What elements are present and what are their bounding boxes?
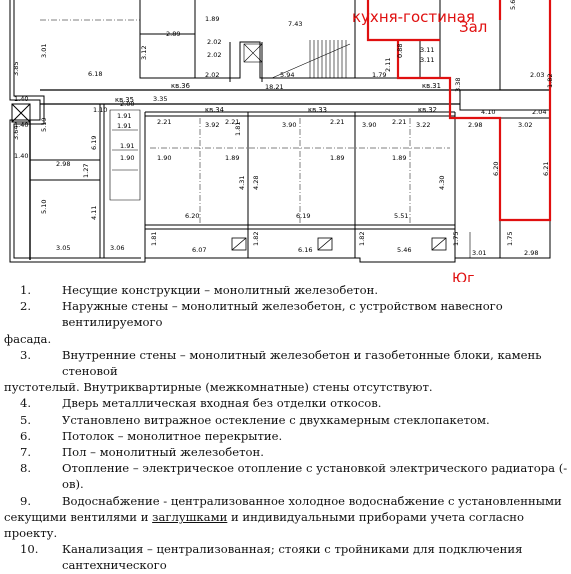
note-6: 6.Потолок – монолитное перекрытие. xyxy=(20,428,283,443)
note-1: 1.Несущие конструкции – монолитный желез… xyxy=(20,283,379,297)
dimension-label: 2.89 xyxy=(166,30,180,38)
dimension-label: 6.20 xyxy=(185,212,199,220)
dimension-label: 3.64 xyxy=(12,126,20,140)
dimension-label: 1.91 xyxy=(117,122,131,130)
dimension-label: 3.90 xyxy=(282,121,296,129)
dimension-label: 1.75 xyxy=(506,232,514,246)
dimension-label: 1.27 xyxy=(82,164,90,178)
note-2: 2.Наружные стены – монолитный железобето… xyxy=(4,299,503,346)
dimension-label: 3.12 xyxy=(140,46,148,60)
dimension-label: 3.06 xyxy=(110,244,124,252)
dimension-label: 6.20 xyxy=(492,162,500,176)
dimension-label: 4.31 xyxy=(238,176,246,190)
dimension-label: 4.28 xyxy=(252,176,260,190)
apartment-31: кв.31 xyxy=(422,82,441,90)
apartment-36: кв.36 xyxy=(171,82,190,90)
hall-label: Зал xyxy=(459,18,487,36)
dimension-label: 4.10 xyxy=(481,108,495,116)
dimension-label: 1.89 xyxy=(330,154,344,162)
dimension-label: 2.03 xyxy=(530,71,544,79)
dimension-label: 5.51 xyxy=(394,212,408,220)
dimension-label: 5.94 xyxy=(280,71,294,79)
dimension-label: 3.11 xyxy=(420,56,434,64)
dimension-label: 4.11 xyxy=(90,206,98,220)
dimension-label: 6.16 xyxy=(298,246,312,254)
dimension-label: 3.01 xyxy=(40,44,48,58)
dimension-label: 6.19 xyxy=(296,212,310,220)
dimension-label: 1.89 xyxy=(225,154,239,162)
specification-notes: 1.Несущие конструкции – монолитный желез… xyxy=(0,282,571,574)
note-8: 8.Отопление – электрическое отопление с … xyxy=(20,461,568,492)
dimension-label: 2.98 xyxy=(468,121,482,129)
dimension-label: 2.21 xyxy=(330,118,344,126)
dimension-label: 1.81 xyxy=(234,122,242,136)
south-label: Юг xyxy=(452,271,474,282)
dimension-label: 1.91 xyxy=(120,142,134,150)
dimension-label: 2.21 xyxy=(157,118,171,126)
apartment-35: кв.35 xyxy=(115,96,134,104)
dimension-label: 2.02 xyxy=(207,51,221,59)
dimension-label: 2.98 xyxy=(524,249,538,257)
dimension-label: 1.79 xyxy=(372,71,386,79)
dimension-label: 1.10 xyxy=(93,106,107,114)
dimension-label: 1.40 xyxy=(14,95,28,103)
dimension-label: 7.43 xyxy=(288,20,302,28)
dimension-label: 1.91 xyxy=(117,112,131,120)
dimension-label: 1.89 xyxy=(392,154,406,162)
dimension-label: 1.40 xyxy=(14,121,28,129)
dimension-label: 6.18 xyxy=(88,70,102,78)
dimension-label: 5.69 xyxy=(509,0,517,10)
dimension-label: 6.19 xyxy=(90,136,98,150)
apartment-32: кв.32 xyxy=(418,106,437,114)
note-3: 3.Внутренние стены – монолитный железобе… xyxy=(4,347,542,395)
dimension-label: 3.01 xyxy=(472,249,486,257)
dimension-label: 1.90 xyxy=(120,154,134,162)
dimension-label: 6.21 xyxy=(542,162,550,176)
dimension-label: 2.02 xyxy=(205,71,219,79)
dimension-label: 3.22 xyxy=(416,121,430,129)
floor-plan: кухня-гостиная Зал Юг кв.36 кв.35 кв.34 … xyxy=(9,0,554,282)
dimension-label: 2.00 xyxy=(120,100,134,108)
dimension-label: 3.38 xyxy=(454,78,462,92)
apartment-33: кв.33 xyxy=(308,106,327,114)
dimension-label: 2.21 xyxy=(225,118,239,126)
dimension-label: 18.21 xyxy=(265,83,284,91)
dimension-label: 1.75 xyxy=(452,232,460,246)
dimension-label: 5.10 xyxy=(40,200,48,214)
dimension-label: 6.07 xyxy=(192,246,206,254)
dimension-label: 3.05 xyxy=(56,244,70,252)
dimension-label: 1.82 xyxy=(546,74,554,88)
dimension-label: 5.46 xyxy=(397,246,411,254)
dimension-label: 3.02 xyxy=(518,121,532,129)
dimension-label: 2.02 xyxy=(207,38,221,46)
dimension-label: 0.88 xyxy=(396,44,404,58)
dimension-label: 1.82 xyxy=(358,232,366,246)
note-5: 5.Установлено витражное остекление с дву… xyxy=(20,412,490,427)
dimension-label: 1.90 xyxy=(157,154,171,162)
dimension-label: 1.81 xyxy=(150,232,158,246)
dimension-label: 2.21 xyxy=(392,118,406,126)
dimension-label: 1.82 xyxy=(252,232,260,246)
dimension-label: 3.35 xyxy=(153,95,167,103)
dimension-label: 5.19 xyxy=(40,118,48,132)
dimension-label: 3.85 xyxy=(12,62,20,76)
dimension-label: 1.89 xyxy=(205,15,219,23)
note-9: 9.Водоснабжение - централизованное холод… xyxy=(4,493,562,541)
note-10: 10.Канализация – централизованная; стояк… xyxy=(20,542,523,573)
dimension-label: 4.30 xyxy=(438,176,446,190)
note-4: 4.Дверь металлическая входная без отделк… xyxy=(20,396,382,411)
dimension-label: 2.11 xyxy=(384,58,392,72)
dimension-label: 3.90 xyxy=(362,121,376,129)
dimension-label: 3.92 xyxy=(205,121,219,129)
dimension-label: 3.11 xyxy=(420,46,434,54)
apartment-34: кв.34 xyxy=(205,106,224,114)
dimension-label: 2.04 xyxy=(532,108,546,116)
dimension-label: 2.98 xyxy=(56,160,70,168)
dimension-label: 1.40 xyxy=(14,152,28,160)
note-7: 7.Пол – монолитный железобетон. xyxy=(20,445,264,460)
kitchen-living-label: кухня-гостиная xyxy=(352,8,475,26)
